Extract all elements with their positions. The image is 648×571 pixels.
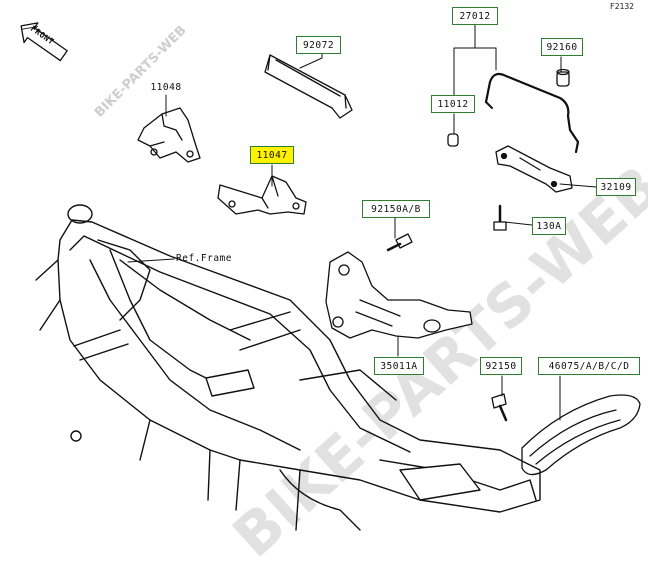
bracket-11047-drawing [217,175,307,215]
collar-92160-drawing [556,68,570,87]
bolt-92150AB-drawing [386,233,413,252]
bolt-130A-drawing [493,204,507,231]
parts-diagram: BIKE-PARTS-WEB BIKE-PARTS-WEB [20,2,648,571]
front-arrow-icon [20,22,68,62]
bracket-32109-drawing [495,145,573,193]
figure-id: F2132 [609,2,634,11]
part-label-46075[interactable]: 46075/A/B/C/D [538,357,640,375]
part-label-92072[interactable]: 92072 [296,36,341,54]
part-label-27012[interactable]: 27012 [452,7,498,25]
part-label-11048: 11048 [150,81,182,93]
bracket-11048-drawing [137,107,201,163]
part-label-11047[interactable]: 11047 [250,146,294,164]
diagram-drawing [20,22,641,531]
cap-11012-drawing [447,133,459,147]
part-label-32109[interactable]: 32109 [596,178,636,196]
guard-46075-drawing [521,394,641,476]
part-label-35011A[interactable]: 35011A [374,357,424,375]
part-label-92160[interactable]: 92160 [541,38,583,56]
bracket-35011A-drawing [325,251,473,339]
frame-reference-label: Ref.Frame [176,253,232,264]
part-label-92150AB[interactable]: 92150A/B [362,200,430,218]
rod-27012-drawing [484,72,580,154]
part-label-130A[interactable]: 130A [532,217,566,235]
part-label-11012[interactable]: 11012 [431,95,475,113]
main-frame-drawing [35,204,541,531]
part-label-92150[interactable]: 92150 [480,357,522,375]
strap-92072-drawing [264,54,353,119]
bolt-92150-drawing [491,393,508,422]
